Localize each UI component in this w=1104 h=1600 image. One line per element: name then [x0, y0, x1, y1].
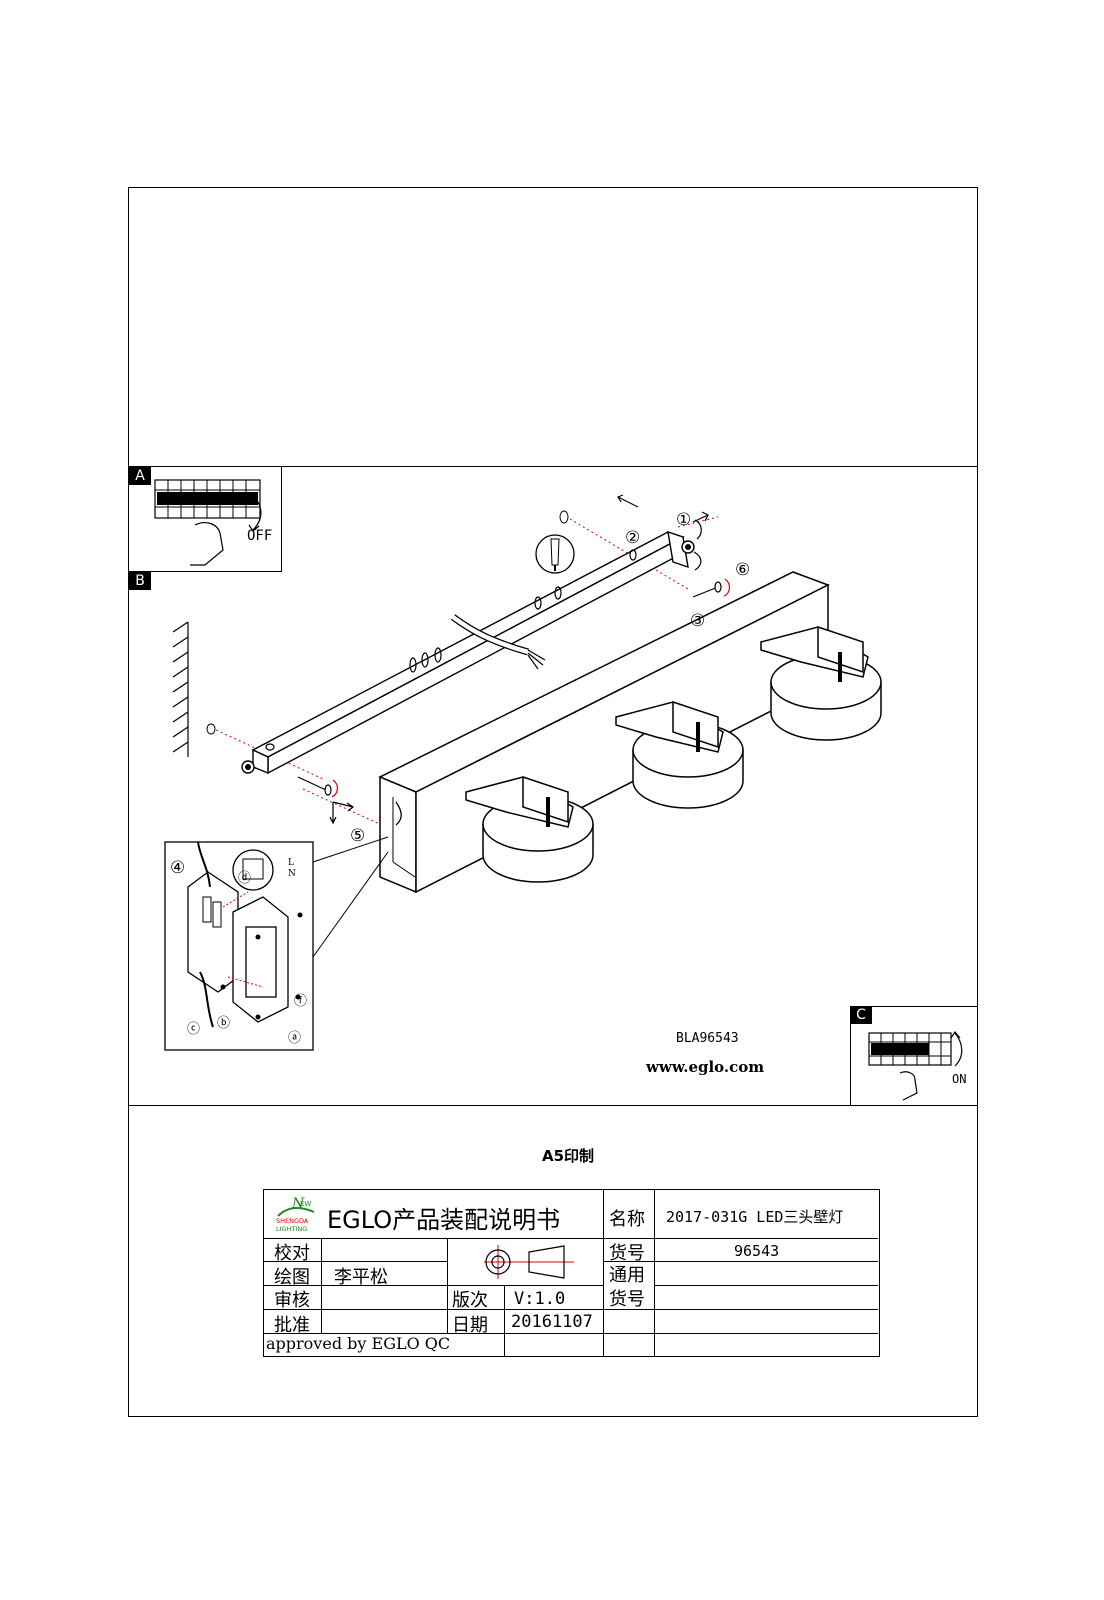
title-block: N EW SHENGDA LIGHTING EGLO产品装配说明书 名称 201… — [263, 1189, 880, 1357]
date-value: 20161107 — [511, 1312, 593, 1332]
sub-step-a-label: ⓐ — [288, 1031, 302, 1046]
wall-hole — [206, 723, 216, 735]
lamp-head-1 — [465, 775, 594, 883]
step-3-label: ③ — [690, 611, 706, 631]
item-number-label: 货号 — [609, 1243, 645, 1264]
terminal-label-l1: L — [288, 858, 294, 868]
common-item-label: 通用货号 — [609, 1265, 645, 1310]
approve-label: 批准 — [274, 1315, 310, 1336]
step-5-label: ⑤ — [350, 826, 366, 846]
name-label: 名称 — [609, 1209, 645, 1230]
draw-label: 绘图 — [274, 1267, 310, 1288]
approved-by-note: approved by EGLO QC — [266, 1334, 451, 1353]
lamp-head-2 — [615, 700, 744, 809]
model-code: BLA96543 — [676, 1031, 739, 1046]
review-label: 审核 — [274, 1290, 310, 1311]
divider-bottom — [128, 1105, 978, 1106]
name-value: 2017-031G LED三头壁灯 — [666, 1208, 844, 1226]
lamp-base-bar — [378, 571, 830, 894]
sub-step-d-label: ⓓ — [238, 871, 252, 886]
sub-step-c-label: ⓒ — [187, 1022, 201, 1037]
date-label: 日期 — [452, 1315, 488, 1336]
step-1-label: ① — [676, 510, 692, 530]
panel-a — [128, 466, 282, 572]
wall-hatch — [172, 621, 189, 757]
panel-b-tag: B — [129, 572, 151, 590]
panel-c — [850, 1006, 978, 1105]
shengda-logo: N EW SHENGDA LIGHTING — [276, 1196, 315, 1233]
divider-top — [128, 466, 978, 467]
terminal-label-n1: N — [288, 869, 296, 879]
step-2-label: ② — [625, 528, 641, 548]
print-format-note: A5印制 — [542, 1147, 595, 1165]
panel-a-tag: A — [129, 467, 151, 485]
draw-value: 李平松 — [334, 1267, 388, 1288]
version-value: V:1.0 — [514, 1289, 566, 1309]
switch-off-label: OFF — [247, 528, 273, 544]
breaker-on-illustration — [868, 1030, 963, 1101]
lamp-head-3 — [760, 625, 882, 741]
sheet-title: EGLO产品装配说明书 — [327, 1206, 561, 1234]
step-4-label: ④ — [170, 858, 186, 878]
switch-on-label: ON — [952, 1072, 967, 1086]
item-number-value: 96543 — [734, 1242, 780, 1260]
projection-symbol — [484, 1245, 574, 1279]
svg-text:EW: EW — [300, 1200, 311, 1208]
breaker-off-illustration — [154, 479, 262, 566]
mounting-bracket — [251, 530, 689, 775]
sub-step-b-label: ⓑ — [217, 1016, 231, 1031]
panel-c-tag: C — [850, 1006, 872, 1024]
svg-text:LIGHTING: LIGHTING — [276, 1225, 307, 1233]
version-label: 版次 — [452, 1290, 488, 1311]
instruction-sheet-frame — [128, 187, 978, 1417]
step-6-label: ⑥ — [735, 560, 751, 580]
website-url: www.eglo.com — [646, 1058, 765, 1076]
check-label: 校对 — [274, 1243, 310, 1264]
svg-text:SHENGDA: SHENGDA — [276, 1217, 309, 1225]
assembly-diagram — [164, 494, 882, 1051]
sub-step-f-label: ⓕ — [294, 994, 308, 1009]
lamp-heads — [465, 625, 882, 883]
